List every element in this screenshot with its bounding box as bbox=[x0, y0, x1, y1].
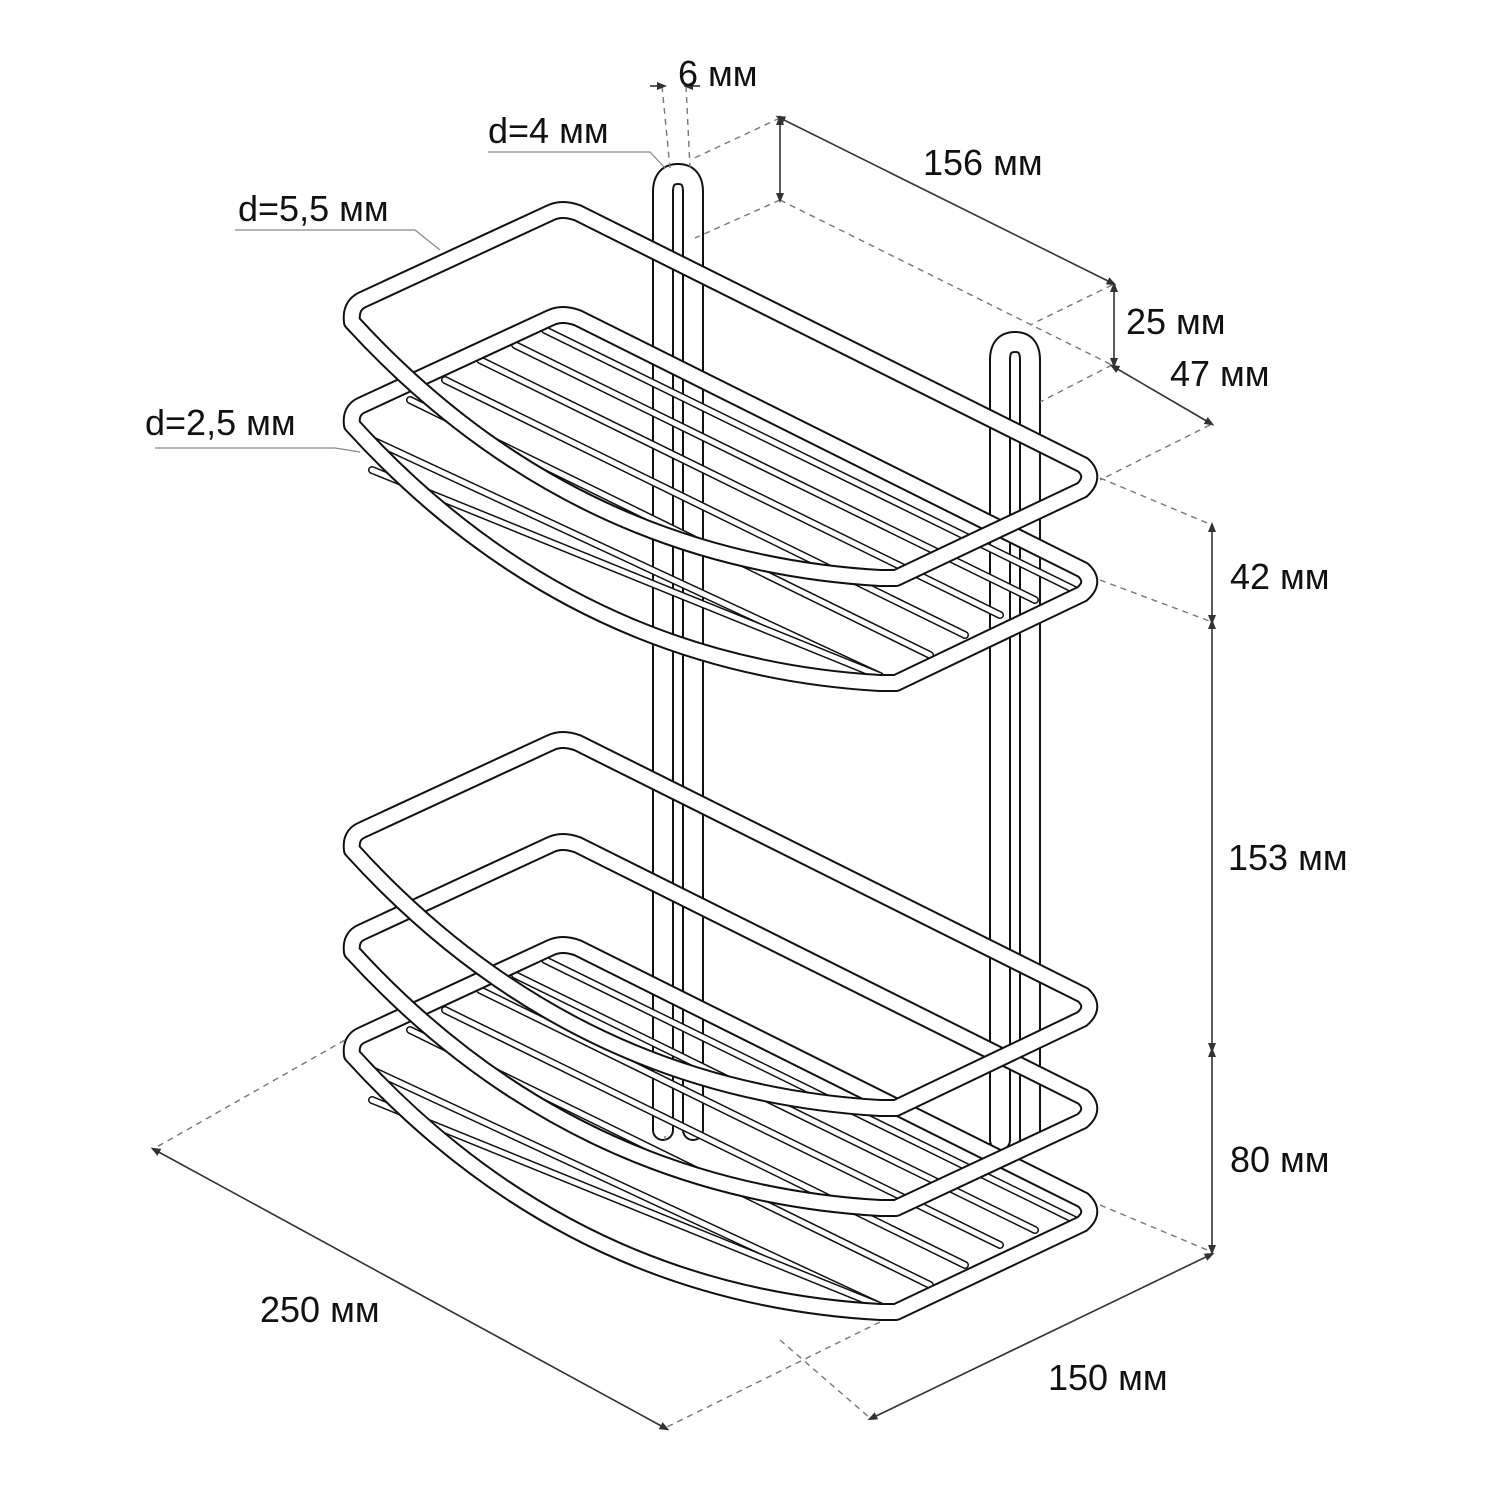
dimension-labels: 6 мм d=4 мм d=5,5 мм d=2,5 мм 156 мм 25 … bbox=[145, 53, 1348, 1398]
label-shelf-spacing: 153 мм bbox=[1228, 837, 1348, 878]
top-basket bbox=[342, 201, 1099, 692]
label-slat-wire-diameter: d=2,5 мм bbox=[145, 402, 296, 443]
label-post-gap: 6 мм bbox=[678, 53, 758, 94]
extension-lines bbox=[154, 85, 1213, 1429]
bottom-basket-lower-frame bbox=[342, 936, 1099, 1321]
bottom-basket-upper-frame bbox=[342, 731, 1099, 1117]
top-basket-lower-frame bbox=[342, 306, 1099, 692]
top-basket-upper-frame bbox=[342, 201, 1099, 587]
label-post-wire-diameter: d=4 мм bbox=[488, 110, 609, 151]
bottom-basket bbox=[342, 731, 1099, 1321]
label-basket-height: 42 мм bbox=[1230, 556, 1330, 597]
rear-posts bbox=[652, 162, 1041, 1151]
label-top-depth: 156 мм bbox=[923, 142, 1043, 183]
label-wall-offset: 47 мм bbox=[1170, 353, 1270, 394]
dimension-lines bbox=[150, 82, 1216, 1431]
label-hook-height: 25 мм bbox=[1126, 301, 1226, 342]
label-frame-wire-diameter: d=5,5 мм bbox=[238, 188, 389, 229]
label-depth: 150 мм bbox=[1048, 1357, 1168, 1398]
label-bottom-height: 80 мм bbox=[1230, 1139, 1330, 1180]
label-width: 250 мм bbox=[260, 1289, 380, 1330]
leader-lines bbox=[155, 151, 666, 453]
